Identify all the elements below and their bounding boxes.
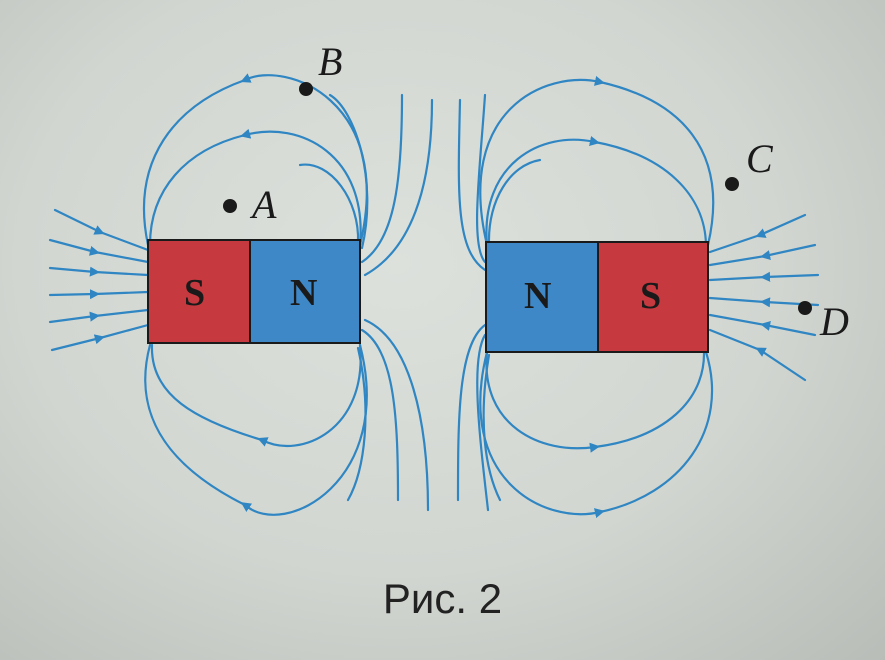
field-line — [457, 98, 487, 272]
field-line — [708, 313, 817, 337]
field-line — [328, 93, 369, 250]
field-line — [708, 328, 807, 382]
field-line — [53, 208, 150, 252]
point-b-label: B — [318, 39, 342, 84]
field-line — [48, 289, 150, 300]
right-magnet: N S — [485, 241, 709, 353]
field-line — [708, 243, 817, 267]
field-line — [48, 266, 150, 277]
point-a-label: A — [249, 182, 277, 227]
left-magnet-south-label: S — [184, 272, 205, 314]
field-line — [482, 353, 502, 502]
field-line — [708, 271, 820, 282]
field-line — [476, 93, 487, 264]
field-line — [144, 343, 368, 516]
point-a-marker — [223, 199, 237, 213]
right-magnet-north-pole — [485, 241, 599, 353]
field-line — [360, 93, 404, 264]
field-line — [479, 350, 714, 519]
field-line — [363, 98, 434, 277]
field-line — [298, 163, 360, 245]
point-c-label: C — [746, 136, 774, 181]
left-magnet-north-pole — [249, 239, 361, 344]
field-line — [485, 136, 708, 247]
left-magnet-north-label: N — [290, 272, 317, 314]
field-line — [363, 318, 430, 512]
right-magnet-south-label: S — [640, 275, 661, 317]
right-magnet-north-label: N — [524, 275, 551, 317]
point-d-marker — [798, 301, 812, 315]
field-line — [50, 323, 150, 352]
point-c-marker — [725, 177, 739, 191]
figure-caption: Рис. 2 — [382, 575, 503, 622]
field-line — [479, 75, 715, 247]
point-b-marker — [299, 82, 313, 96]
field-line — [456, 323, 487, 502]
points: A B C D — [223, 39, 849, 344]
point-d-label: D — [819, 299, 849, 344]
field-line — [360, 328, 400, 502]
field-lines — [48, 73, 820, 519]
field-line — [148, 128, 362, 247]
field-line — [485, 350, 706, 453]
field-line — [150, 343, 362, 448]
field-line — [48, 308, 150, 324]
field-line — [487, 158, 542, 245]
right-magnet-south-pole — [597, 241, 709, 353]
field-line — [476, 333, 490, 512]
left-magnet: S N — [147, 239, 361, 344]
field-line — [346, 346, 367, 502]
field-line — [708, 213, 807, 254]
field-line — [48, 238, 150, 264]
